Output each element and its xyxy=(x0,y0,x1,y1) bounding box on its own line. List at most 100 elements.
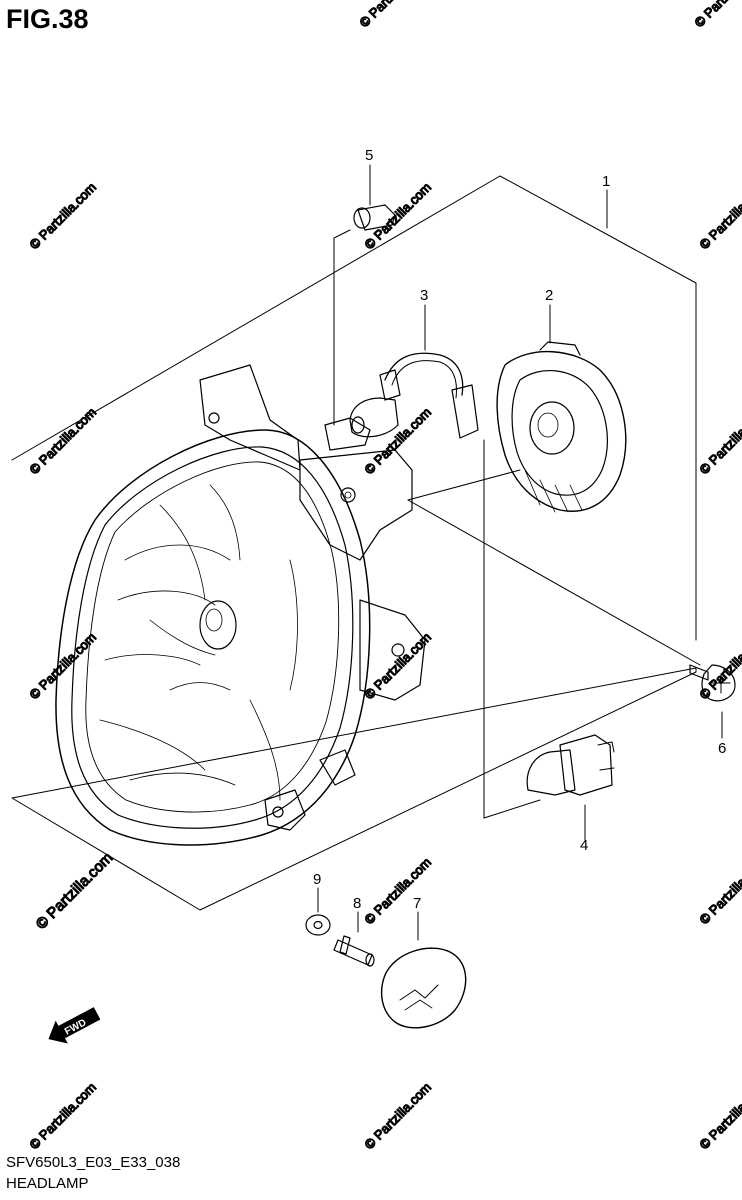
cover-inner xyxy=(511,369,608,496)
pin-collar xyxy=(339,935,351,955)
watermark-text: © Partzilla.com xyxy=(357,0,430,30)
socket-end xyxy=(351,416,365,434)
socket-connector-line xyxy=(407,469,521,501)
leader-lines xyxy=(317,164,723,941)
bolt-shank xyxy=(689,664,709,681)
bolt-head xyxy=(701,664,736,702)
watermark-text: © Partzilla.com xyxy=(27,630,100,703)
washer xyxy=(305,914,331,936)
cover-tab xyxy=(539,341,581,356)
lens-outer-rim xyxy=(55,429,371,846)
headlamp-bulb xyxy=(526,734,615,796)
footer: SFV650L3_E03_E33_038 HEADLAMP xyxy=(6,1152,180,1194)
cover-socket xyxy=(529,401,575,455)
harness-plug xyxy=(379,369,401,401)
watermark-text: © Partzilla.com xyxy=(692,0,742,30)
bolt-axis-line xyxy=(407,499,701,666)
washer-inner xyxy=(313,920,323,930)
assembly-outline xyxy=(11,175,697,911)
fwd-label: FWD xyxy=(63,1017,88,1037)
watermark-text: © Partzilla.com xyxy=(697,1080,742,1153)
reflector-line xyxy=(289,559,298,691)
harness-wire xyxy=(384,352,464,396)
fwd-arrow-shape xyxy=(48,1007,101,1044)
bulb-flange xyxy=(559,734,613,796)
cover-socket-inner xyxy=(537,412,559,438)
callout-2: 2 xyxy=(545,287,553,304)
bracket-hole xyxy=(340,487,356,503)
callout-1: 1 xyxy=(602,173,610,190)
rear-bracket xyxy=(299,449,413,561)
reflector-line xyxy=(124,544,231,561)
bulb-center-inner xyxy=(205,608,223,632)
model-code: SFV650L3_E03_E33_038 xyxy=(6,1154,181,1171)
watermark-text: © Partzilla.com xyxy=(27,1080,100,1153)
bracket-4 xyxy=(483,439,541,819)
emblem-cap xyxy=(380,947,467,1029)
bracket-hole-inner xyxy=(344,491,352,499)
figure-title: FIG.38 xyxy=(6,4,89,34)
callout-4: 4 xyxy=(580,837,588,854)
lower-mount xyxy=(264,789,306,831)
bulb-cover xyxy=(496,341,627,513)
socket-harness xyxy=(349,352,479,439)
watermark-layer: © Partzilla.com © Partzilla.com © Partzi… xyxy=(26,0,742,1153)
reflector-line xyxy=(99,719,206,771)
watermark-text-prominent: © Partzilla.com xyxy=(33,849,116,932)
watermark-text: © Partzilla.com xyxy=(27,180,100,253)
reflector-line xyxy=(249,699,281,801)
reflector-line xyxy=(209,484,241,561)
fwd-arrow: FWD xyxy=(48,1007,101,1044)
part-name: HEADLAMP xyxy=(6,1175,89,1192)
reflector-line xyxy=(159,504,206,601)
watermark-text: © Partzilla.com xyxy=(362,405,435,478)
callout-8: 8 xyxy=(353,895,361,912)
reflector-line xyxy=(169,682,231,691)
reflector-line xyxy=(149,619,216,656)
bolt-cross xyxy=(711,673,731,694)
socket-body xyxy=(349,397,399,438)
cap-mark xyxy=(399,984,439,1001)
bracket-5 xyxy=(333,229,351,426)
watermark-text: © Partzilla.com xyxy=(362,630,435,703)
bulb-glass xyxy=(353,207,371,229)
cover-vanes xyxy=(524,469,583,513)
socket-tube xyxy=(324,417,371,451)
bulb-base xyxy=(357,204,396,231)
pin-end xyxy=(365,953,375,967)
pin xyxy=(333,935,375,967)
side-bracket xyxy=(359,599,426,701)
cover-flange xyxy=(496,350,627,512)
callout-5: 5 xyxy=(365,147,373,164)
lens-inner-rim-2 xyxy=(85,461,340,813)
harness-wire-2 xyxy=(391,360,457,399)
callout-labels: 1 2 3 4 5 6 7 8 9 xyxy=(313,147,726,912)
callout-9: 9 xyxy=(313,871,321,888)
bolt xyxy=(689,664,736,702)
reflector-line xyxy=(129,772,236,786)
mount-hole xyxy=(208,412,220,424)
lower-mount-hole xyxy=(272,806,284,818)
washer-outer xyxy=(305,914,331,936)
watermark-text: © Partzilla.com xyxy=(362,1080,435,1153)
bulb-center xyxy=(199,600,237,650)
watermark-text: © Partzilla.com xyxy=(697,180,742,253)
watermark-text: © Partzilla.com xyxy=(362,855,435,928)
bulb-glass-4 xyxy=(526,749,576,796)
lens-inner-rim xyxy=(71,446,354,829)
cap-outer xyxy=(380,947,467,1029)
watermark-text: © Partzilla.com xyxy=(362,180,435,253)
headlamp-housing xyxy=(55,364,426,846)
side-bracket-hole xyxy=(391,643,405,657)
callout-3: 3 xyxy=(420,287,428,304)
callout-6: 6 xyxy=(718,740,726,757)
reflector-line xyxy=(104,654,201,666)
watermark-text: © Partzilla.com xyxy=(697,405,742,478)
watermark-text: © Partzilla.com xyxy=(697,855,742,928)
callout-7: 7 xyxy=(413,895,421,912)
position-bulb xyxy=(353,204,396,231)
harness-connector xyxy=(451,384,479,439)
reflector-line xyxy=(117,590,216,606)
lower-right-tab xyxy=(319,749,356,786)
